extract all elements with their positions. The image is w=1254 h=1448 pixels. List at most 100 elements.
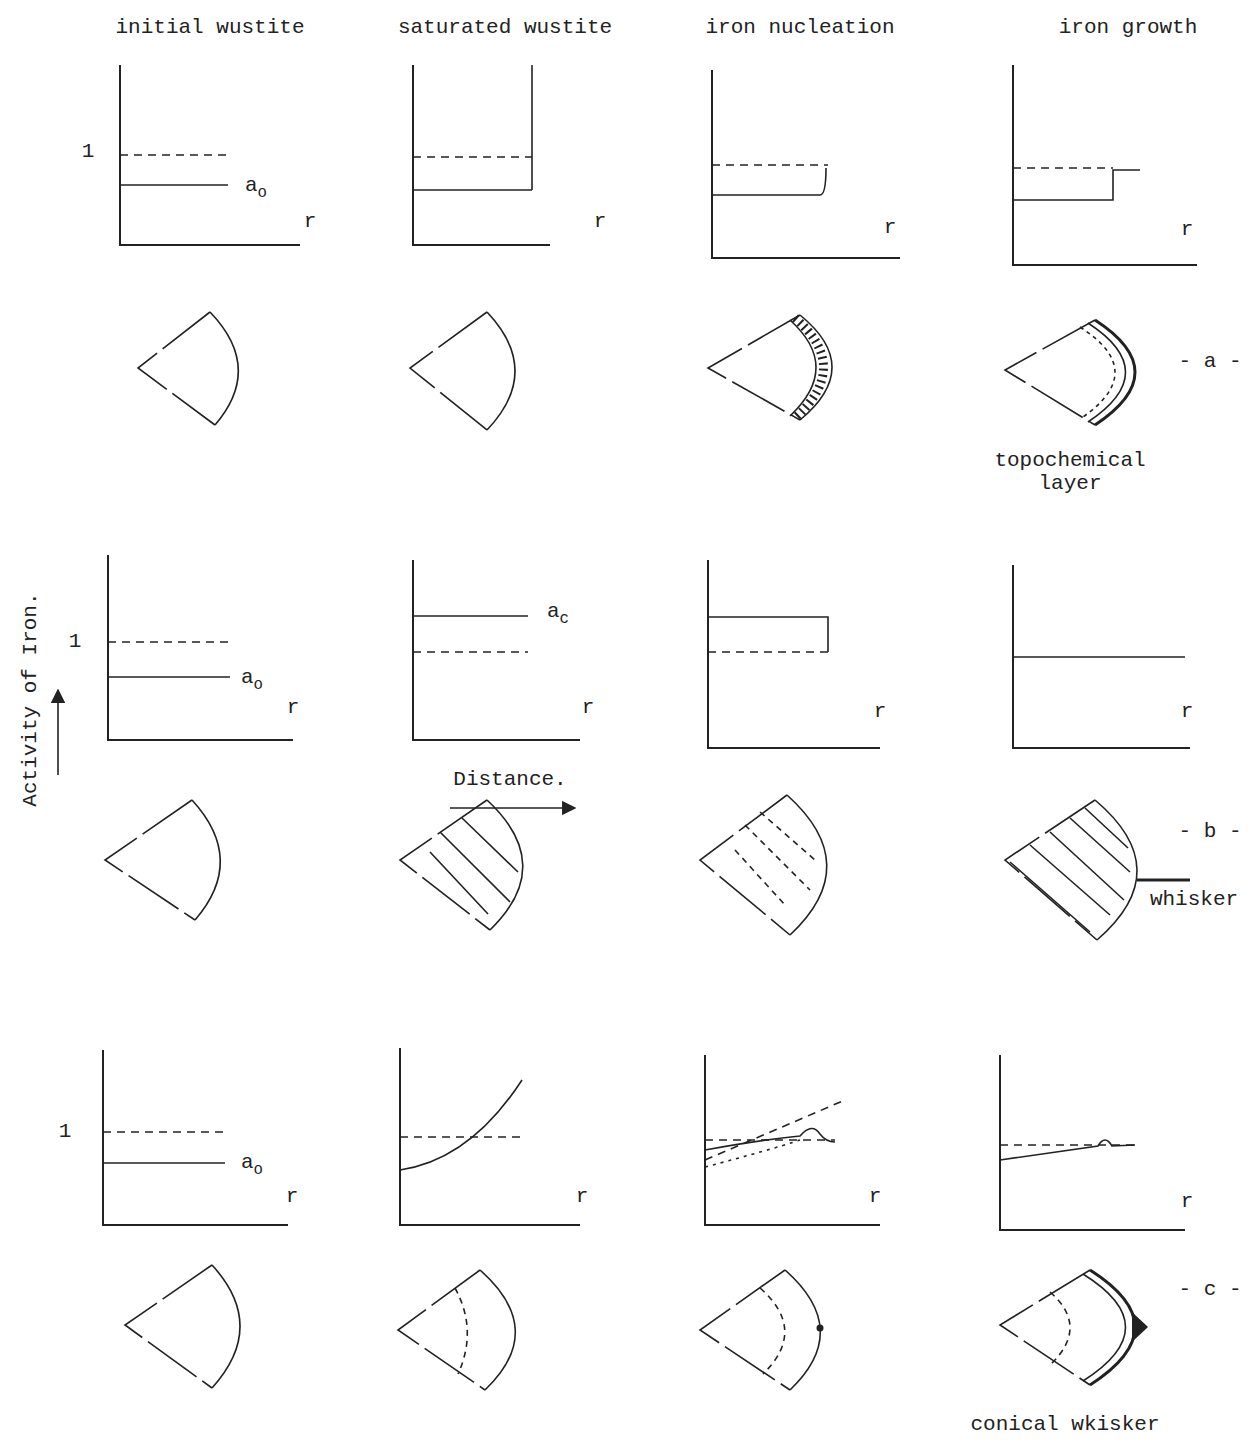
graph-axes	[1013, 565, 1190, 748]
axis-value: 1	[82, 140, 95, 163]
grain-sector	[708, 315, 800, 420]
activity-label: ao	[241, 666, 263, 694]
activity-label: ao	[245, 174, 267, 202]
previous-curve	[705, 1140, 800, 1167]
activity-curve	[400, 1080, 522, 1170]
axis-value: 1	[59, 1120, 72, 1143]
row-label: - c -	[1178, 1278, 1241, 1301]
activity-curve	[1013, 170, 1140, 200]
subscript: o	[258, 184, 267, 202]
grain-surface	[1090, 1270, 1135, 1385]
subscript: o	[254, 676, 263, 694]
activity-curve	[705, 1128, 835, 1150]
previous-curve	[705, 1100, 845, 1160]
grain-surface	[480, 1270, 515, 1390]
activity-label: ao	[241, 1151, 263, 1179]
axis-label: r	[286, 1185, 299, 1208]
activity-label: ac	[547, 600, 569, 628]
grain-sector	[138, 312, 215, 425]
activity-curve	[108, 676, 230, 678]
axis-title: Activity of Iron.	[18, 593, 41, 807]
grain-sector	[1005, 320, 1095, 425]
axis-label: r	[594, 210, 607, 233]
unit-activity-line	[708, 651, 828, 653]
activity-curve	[413, 615, 528, 617]
saturation-hatching	[430, 818, 518, 914]
unit-activity-line	[108, 641, 232, 643]
graph-axes	[120, 65, 300, 245]
activity-curve	[1000, 1140, 1135, 1160]
activity-curve	[1013, 656, 1185, 658]
grain-surface	[212, 1265, 240, 1388]
column-heading: iron growth	[1059, 16, 1198, 39]
iron-nuclei	[795, 318, 824, 418]
graph-axes	[400, 1048, 580, 1225]
saturation-front	[760, 1288, 785, 1374]
unit-activity-line	[103, 1131, 227, 1133]
grain-sector	[700, 1270, 790, 1390]
axis-label: r	[869, 1185, 882, 1208]
conical-whisker-symbol	[1132, 1312, 1148, 1342]
grain-sector	[700, 795, 790, 935]
activity-curve	[120, 184, 228, 186]
graph-axes	[712, 70, 900, 258]
annotation: conical wkisker	[970, 1413, 1159, 1436]
axis-label: r	[1181, 1190, 1194, 1213]
nuclei-boundary	[790, 320, 816, 416]
axis-arrow	[450, 807, 575, 809]
grain-surface	[487, 800, 523, 930]
graph-axes	[413, 560, 580, 740]
graph-axes	[103, 1050, 288, 1225]
subscript: c	[560, 610, 569, 628]
annotation: whisker	[1150, 888, 1238, 911]
graph-axes	[1000, 1055, 1185, 1230]
unit-activity-line	[120, 154, 232, 156]
saturation-hatching	[1010, 808, 1130, 932]
grain-sector	[410, 312, 487, 430]
grain-surface	[192, 800, 220, 920]
axis-label: r	[304, 210, 317, 233]
iron-nucleus	[817, 1325, 824, 1332]
whisker-symbol	[1137, 879, 1190, 882]
grain-surface	[785, 1270, 820, 1390]
grain-surface	[787, 795, 827, 935]
column-heading: saturated wustite	[398, 16, 612, 39]
grain-surface	[1095, 800, 1137, 940]
saturation-front	[1050, 1292, 1070, 1365]
axis-label: r	[582, 696, 595, 719]
grain-sector	[398, 1270, 485, 1390]
activity-curve	[103, 1162, 225, 1164]
unit-activity-line	[413, 651, 528, 653]
graph-axes	[1013, 65, 1197, 265]
activity-curve	[712, 168, 826, 195]
axis-value: 1	[69, 630, 82, 653]
axis-label: r	[1181, 218, 1194, 241]
layer-boundary	[1080, 327, 1115, 419]
grain-sector	[1000, 1270, 1090, 1385]
grain-sector	[125, 1265, 212, 1388]
unit-activity-line	[1013, 167, 1113, 169]
saturation-front	[455, 1288, 467, 1374]
row-label: - b -	[1178, 820, 1241, 843]
subscript: o	[254, 1161, 263, 1179]
axis-arrow	[57, 690, 59, 775]
iron-layer	[1083, 1274, 1126, 1381]
saturation-hatching	[735, 812, 815, 905]
axis-label: r	[576, 1185, 589, 1208]
column-heading: iron nucleation	[705, 16, 894, 39]
graph-axes	[708, 560, 880, 748]
axis-label: r	[1181, 700, 1194, 723]
graph-axes	[705, 1055, 880, 1225]
grain-surface	[210, 312, 238, 425]
axis-title: Distance.	[453, 768, 566, 791]
axis-label: r	[874, 700, 887, 723]
unit-activity-line	[413, 156, 532, 158]
graph-axes	[413, 65, 550, 245]
axis-label: r	[884, 216, 897, 239]
grain-sector	[400, 800, 490, 930]
column-heading: initial wustite	[115, 16, 304, 39]
unit-activity-line	[712, 164, 828, 166]
